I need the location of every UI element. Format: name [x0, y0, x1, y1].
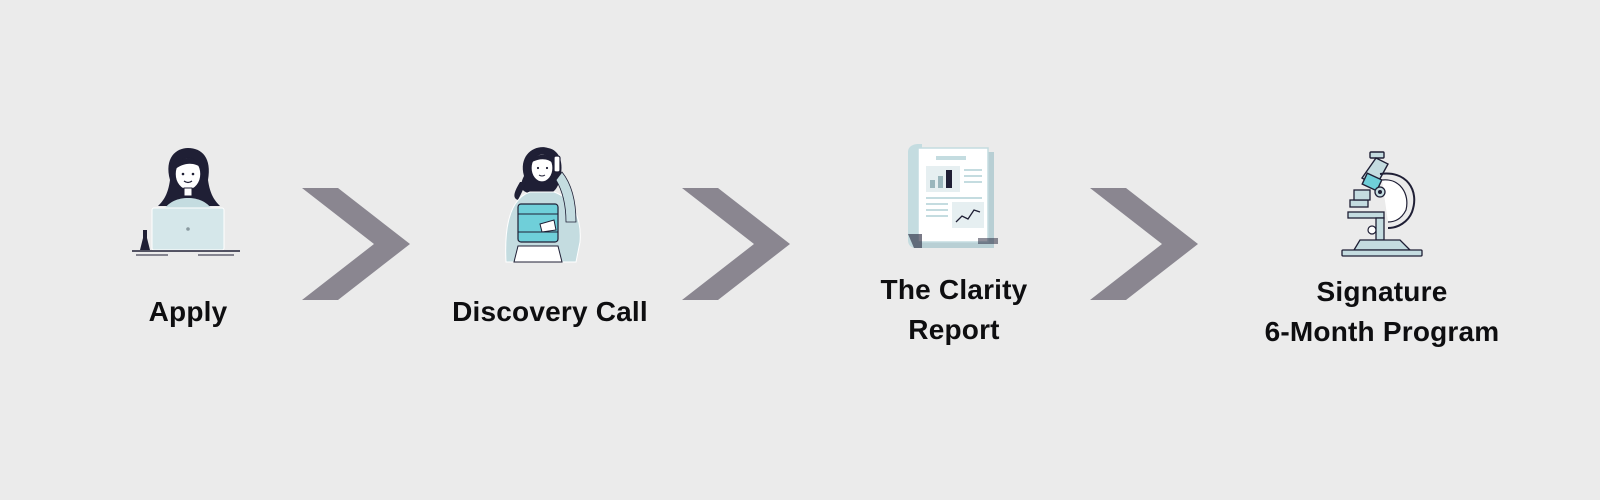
step-clarity-report-illustration	[908, 144, 1000, 252]
step-discovery-call-illustration	[496, 142, 592, 266]
step-clarity-report-label: The Clarity Report	[834, 270, 1074, 350]
step-label-line: Apply	[148, 296, 228, 327]
step-label-line: Discovery Call	[452, 296, 648, 327]
step-signature-program-illustration	[1340, 150, 1424, 258]
step-label-line: The Clarity	[880, 274, 1028, 305]
step-apply-illustration	[128, 140, 244, 260]
chevron-arrow-icon	[302, 188, 410, 300]
step-signature-program-label: Signature 6-Month Program	[1222, 272, 1542, 352]
step-label-line: Signature	[1316, 276, 1448, 307]
step-label-line: Report	[908, 314, 1000, 345]
chevron-arrow-icon	[682, 188, 790, 300]
step-apply-label: Apply	[88, 292, 288, 332]
report-document-icon	[908, 144, 998, 248]
step-discovery-call-label: Discovery Call	[430, 292, 670, 332]
woman-at-laptop-icon	[132, 148, 240, 256]
step-label-line: 6-Month Program	[1264, 316, 1500, 347]
chevron-arrow-icon	[1090, 188, 1198, 300]
woman-on-phone-icon	[505, 147, 581, 263]
microscope-icon	[1341, 151, 1423, 257]
